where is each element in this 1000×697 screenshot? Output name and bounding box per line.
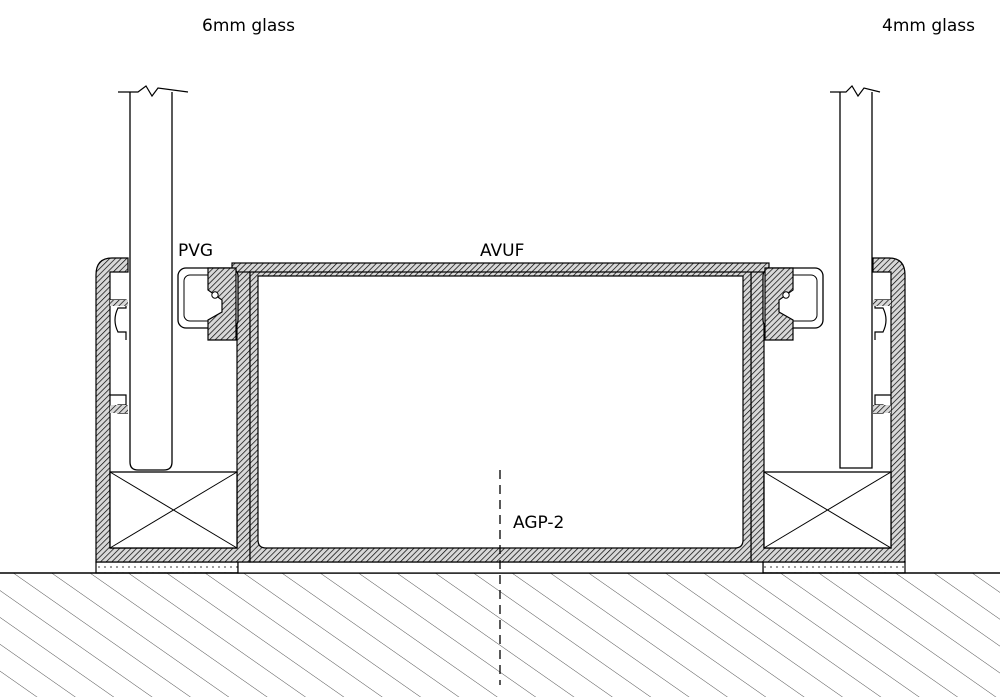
base-pad-right [762,561,906,574]
label-avuf: AVUF [480,241,525,261]
base-pad-left [95,561,239,574]
label-pvg: PVG [178,241,214,261]
label-agp-2: AGP-2 [513,513,565,533]
gasket-left [177,267,239,341]
label-4mm-glass: 4mm glass [882,16,975,36]
glass-pane-left [118,85,189,471]
top-cover-avuf [231,262,770,273]
glass-pane-right [830,85,881,469]
setting-block-left [109,471,238,549]
setting-block-right [763,471,892,549]
label-6mm-glass: 6mm glass [202,16,295,36]
gasket-right [762,267,824,341]
